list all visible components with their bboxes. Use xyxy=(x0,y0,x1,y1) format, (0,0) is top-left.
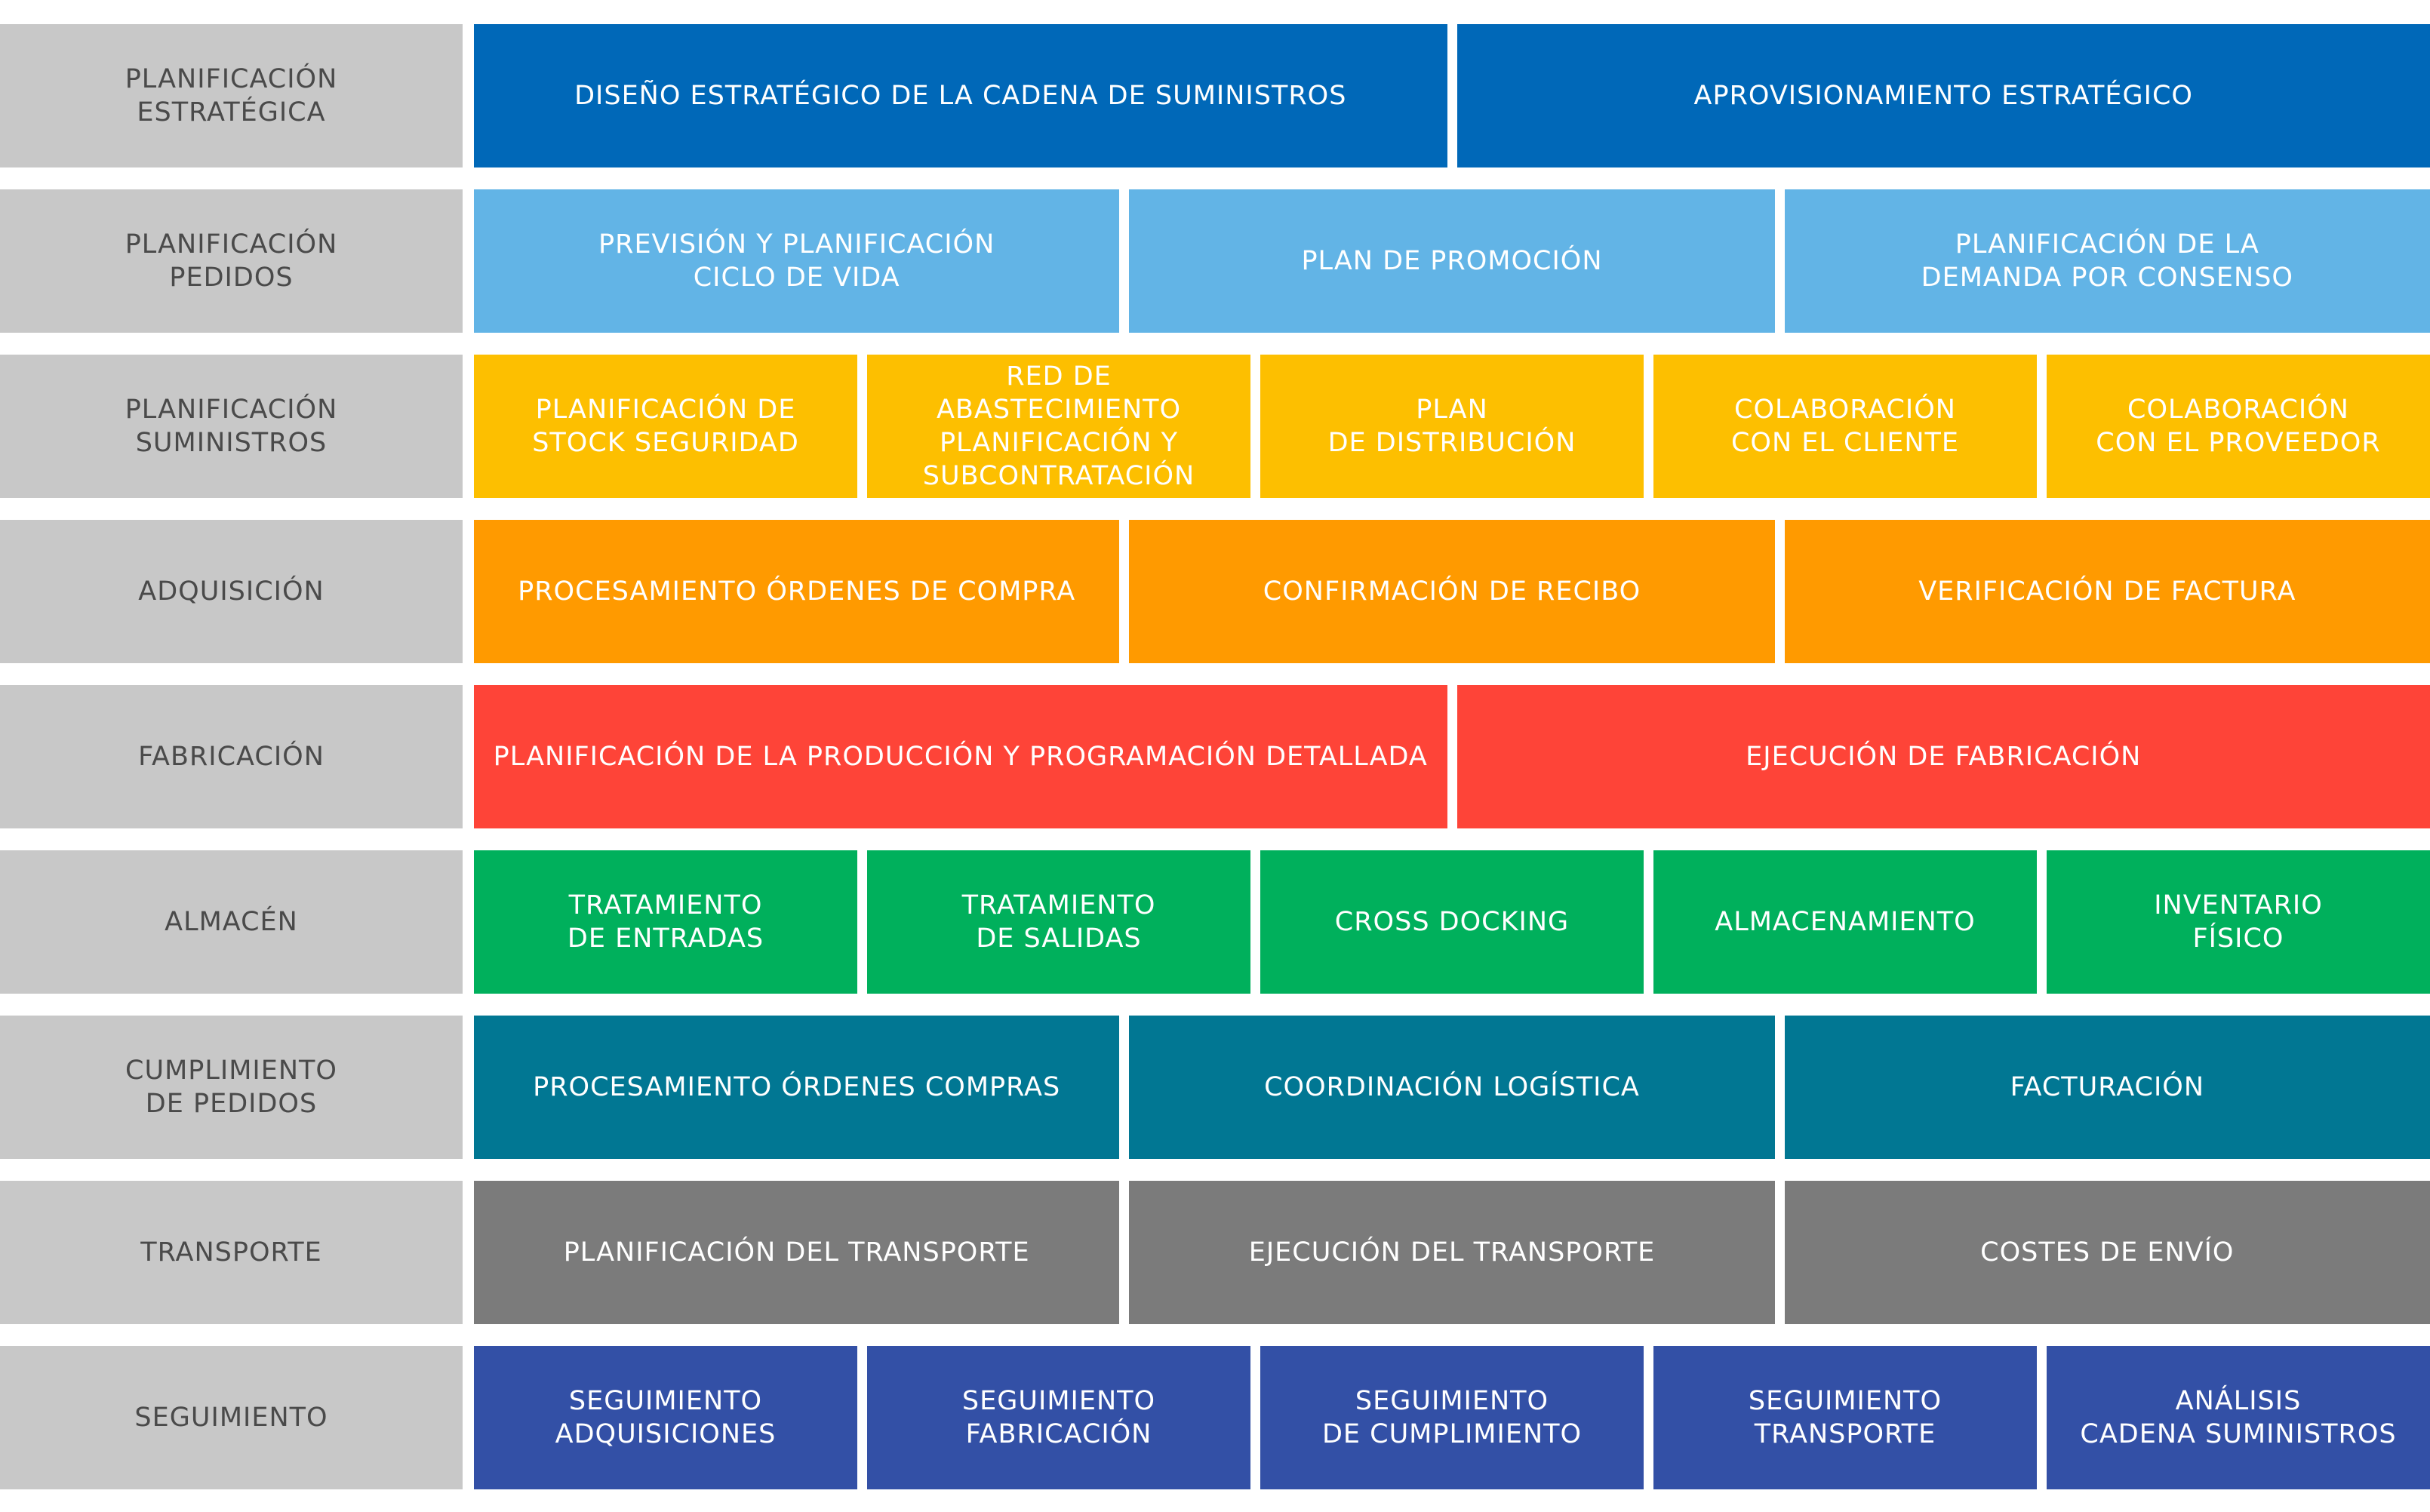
row-label: FABRICACIÓN xyxy=(0,685,463,828)
row-label: PLANIFICACIÓN PEDIDOS xyxy=(0,189,463,333)
process-cell: CONFIRMACIÓN DE RECIBO xyxy=(1129,520,1775,663)
row-label: ALMACÉN xyxy=(0,850,463,994)
process-cell: COLABORACIÓN CON EL CLIENTE xyxy=(1653,355,2037,498)
process-cell: RED DE ABASTECIMIENTO PLANIFICACIÓN Y SU… xyxy=(867,355,1250,498)
process-cell: FACTURACIÓN xyxy=(1784,1016,2430,1159)
row-label: PLANIFICACIÓN ESTRATÉGICA xyxy=(0,24,463,167)
process-cell: COSTES DE ENVÍO xyxy=(1784,1181,2430,1324)
process-cell: DISEÑO ESTRATÉGICO DE LA CADENA DE SUMIN… xyxy=(474,24,1447,167)
process-cell: PREVISIÓN Y PLANIFICACIÓN CICLO DE VIDA xyxy=(474,189,1120,333)
row-label: SEGUIMIENTO xyxy=(0,1346,463,1489)
process-cell: COORDINACIÓN LOGÍSTICA xyxy=(1129,1016,1775,1159)
process-cell: SEGUIMIENTO DE CUMPLIMIENTO xyxy=(1260,1346,1644,1489)
process-cell: APROVISIONAMIENTO ESTRATÉGICO xyxy=(1456,24,2430,167)
process-cell: SEGUIMIENTO FABRICACIÓN xyxy=(867,1346,1250,1489)
process-cell: PLANIFICACIÓN DE LA DEMANDA POR CONSENSO xyxy=(1784,189,2430,333)
process-cell: PLAN DE PROMOCIÓN xyxy=(1129,189,1775,333)
process-cell: EJECUCIÓN DE FABRICACIÓN xyxy=(1456,685,2430,828)
process-cell: TRATAMIENTO DE ENTRADAS xyxy=(474,850,857,994)
process-cell: EJECUCIÓN DEL TRANSPORTE xyxy=(1129,1181,1775,1324)
process-cell: CROSS DOCKING xyxy=(1260,850,1644,994)
row-label: PLANIFICACIÓN SUMINISTROS xyxy=(0,355,463,498)
process-cell: PROCESAMIENTO ÓRDENES COMPRAS xyxy=(474,1016,1120,1159)
process-cell: PROCESAMIENTO ÓRDENES DE COMPRA xyxy=(474,520,1120,663)
process-cell: VERIFICACIÓN DE FACTURA xyxy=(1784,520,2430,663)
process-cell: ANÁLISIS CADENA SUMINISTROS xyxy=(2047,1346,2430,1489)
process-cell: PLANIFICACIÓN DE STOCK SEGURIDAD xyxy=(474,355,857,498)
process-cell: SEGUIMIENTO TRANSPORTE xyxy=(1653,1346,2037,1489)
row-label: TRANSPORTE xyxy=(0,1181,463,1324)
process-cell: PLAN DE DISTRIBUCIÓN xyxy=(1260,355,1644,498)
process-cell: INVENTARIO FÍSICO xyxy=(2047,850,2430,994)
process-cell: TRATAMIENTO DE SALIDAS xyxy=(867,850,1250,994)
process-cell: ALMACENAMIENTO xyxy=(1653,850,2037,994)
process-cell: PLANIFICACIÓN DE LA PRODUCCIÓN Y PROGRAM… xyxy=(474,685,1447,828)
process-cell: COLABORACIÓN CON EL PROVEEDOR xyxy=(2047,355,2430,498)
process-cell: SEGUIMIENTO ADQUISICIONES xyxy=(474,1346,857,1489)
process-cell: PLANIFICACIÓN DEL TRANSPORTE xyxy=(474,1181,1120,1324)
row-label: ADQUISICIÓN xyxy=(0,520,463,663)
row-label: CUMPLIMIENTO DE PEDIDOS xyxy=(0,1016,463,1159)
